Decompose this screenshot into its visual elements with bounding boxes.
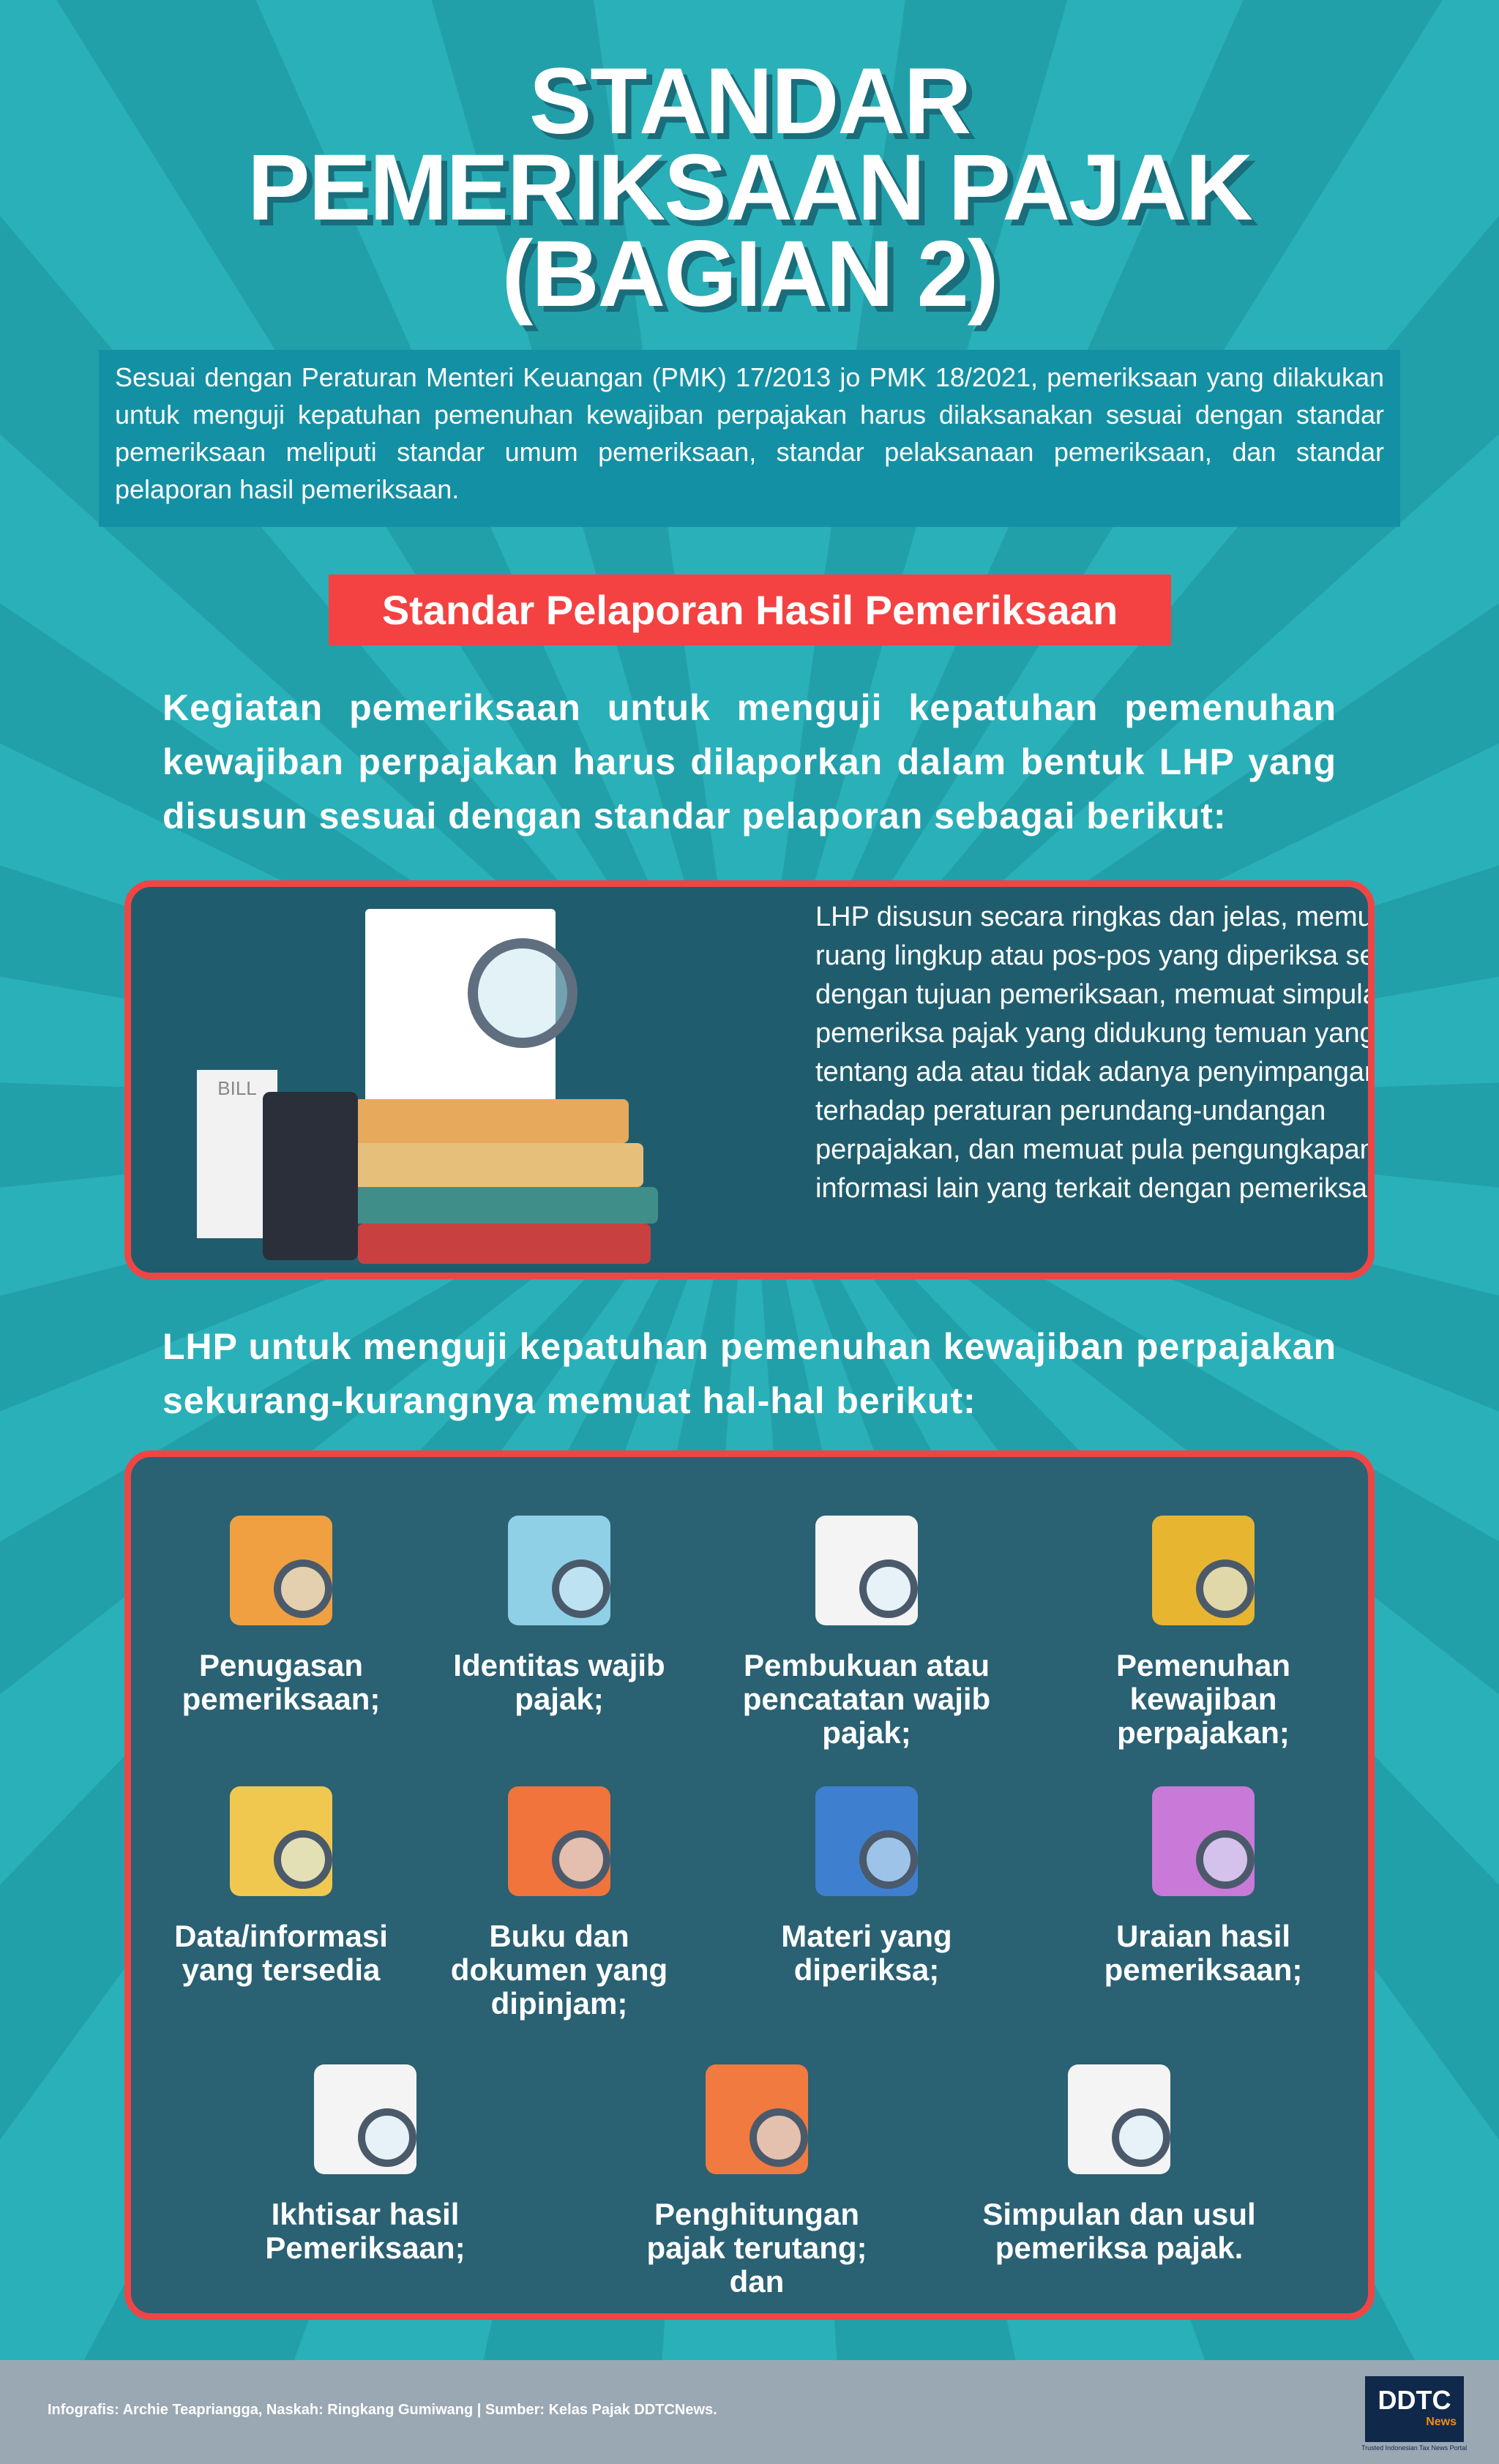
paragraph-2: LHP untuk menguji kepatuhan pemenuhan ke…	[162, 1326, 1337, 1421]
intro-text: Sesuai dengan Peraturan Menteri Keuangan…	[99, 350, 1400, 527]
calculator-icon	[263, 1092, 358, 1260]
list-item-label: Penghitungan pajak terutang; dan	[646, 2197, 867, 2299]
document-boxes-icon	[486, 1772, 632, 1911]
section-label: Standar Pelaporan Hasil Pemeriksaan	[329, 574, 1171, 645]
documents-illustration: BILL	[175, 902, 746, 1267]
person-inspecting-icon	[793, 1772, 940, 1911]
list-item-label: Pembukuan atau pencatatan wajib pajak;	[742, 1648, 991, 1750]
calculator-icon	[684, 2050, 830, 2189]
lhp-box: BILL LHP disusun secara ringkas dan jela…	[124, 880, 1375, 1279]
list-item: Penghitungan pajak terutang; dan	[618, 2050, 896, 2299]
folder-checklist-icon	[1130, 1772, 1276, 1911]
people-magnifier-icon	[208, 1501, 354, 1640]
list-item: Materi yang diperiksa;	[728, 1772, 1006, 1987]
list-item: Ikhtisar hasil Pemeriksaan;	[226, 2050, 504, 2265]
items-box: Penugasan pemeriksaan; Identitas wajib pa…	[124, 1450, 1375, 2320]
list-item: Simpulan dan usul pemeriksa pajak.	[980, 2050, 1258, 2265]
id-card-icon	[486, 1501, 632, 1640]
money-bags-icon	[1130, 1501, 1276, 1640]
notebook-icon	[793, 1501, 940, 1640]
credit-text: Infografis: Archie Teapriangga, Naskah: …	[48, 2402, 717, 2418]
data-docs-icon	[208, 1772, 354, 1911]
paragraph-1: Kegiatan pemeriksaan untuk menguji kepat…	[162, 687, 1337, 836]
list-item-label: Data/informasi yang tersedia	[174, 1919, 388, 1987]
list-item: Pemenuhan kewajiban perpajakan;	[1064, 1501, 1342, 1750]
title-line-1: STANDAR	[528, 49, 971, 154]
page-title: STANDAR PEMERIKSAAN PAJAK (BAGIAN 2)	[0, 49, 1499, 326]
checklist-icon	[292, 2050, 438, 2189]
list-item: Identitas wajib pajak;	[420, 1501, 698, 1716]
logo-tagline: Trusted Indonesian Tax News Portal	[1361, 2444, 1468, 2452]
approved-doc-icon	[1046, 2050, 1192, 2189]
footer	[0, 2360, 1499, 2464]
list-item-label: Buku dan dokumen yang dipinjam;	[450, 1919, 668, 2021]
list-item-label: Simpulan dan usul pemeriksa pajak.	[982, 2197, 1256, 2265]
lhp-description: LHP disusun secara ringkas dan jelas, me…	[815, 902, 1375, 1204]
list-item: Buku dan dokumen yang dipinjam;	[420, 1772, 698, 2021]
list-item: Data/informasi yang tersedia	[142, 1772, 420, 1987]
list-item: Pembukuan atau pencatatan wajib pajak;	[728, 1501, 1006, 1750]
list-item-label: Penugasan pemeriksaan;	[182, 1648, 381, 1716]
list-item-label: Materi yang diperiksa;	[781, 1919, 952, 1987]
list-item-label: Identitas wajib pajak;	[453, 1648, 665, 1716]
list-item: Penugasan pemeriksaan;	[142, 1501, 420, 1716]
list-item-label: Pemenuhan kewajiban perpajakan;	[1115, 1648, 1291, 1750]
title-line-2: PEMERIKSAAN PAJAK	[247, 135, 1253, 240]
list-item-label: Uraian hasil pemeriksaan;	[1104, 1919, 1303, 1987]
title-line-3: (BAGIAN 2)	[501, 222, 999, 326]
list-item-label: Ikhtisar hasil Pemeriksaan;	[265, 2197, 466, 2265]
list-item: Uraian hasil pemeriksaan;	[1064, 1772, 1342, 1987]
